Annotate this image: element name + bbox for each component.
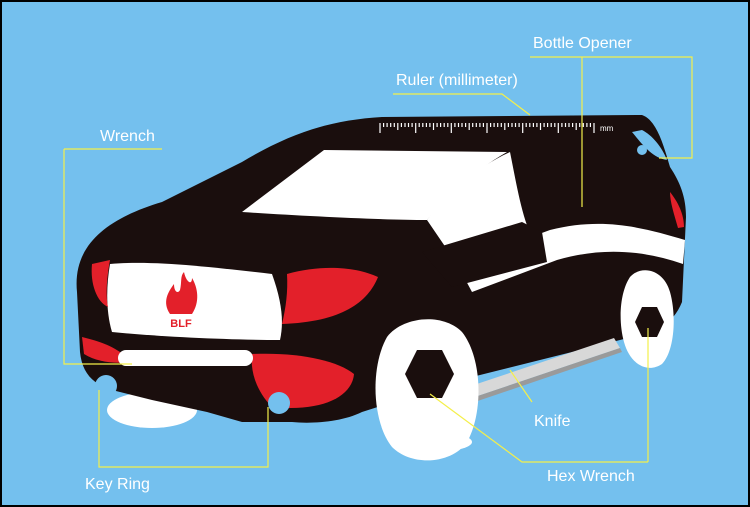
headlight-left — [91, 260, 110, 307]
leader-bottle-opener — [530, 56, 693, 159]
callout-hex-wrench: Hex Wrench — [547, 468, 635, 485]
headlight-right — [282, 267, 378, 324]
knife-blade — [447, 338, 620, 404]
hex-wrench-rear — [635, 307, 664, 337]
flame-icon — [166, 272, 198, 314]
key-ring-hole-right — [268, 392, 290, 414]
side-mirror — [422, 222, 547, 287]
callout-knife: Knife — [534, 413, 571, 430]
ruler-ticks — [379, 123, 595, 133]
side-swoosh — [457, 223, 685, 292]
leader-key-ring — [98, 390, 269, 468]
brand-logo-text: BLF — [170, 318, 192, 330]
key-ring-hole-left — [95, 375, 117, 397]
bottle-opener-hole — [637, 145, 647, 155]
brand-logo: BLF — [166, 272, 198, 330]
leader-wrench — [63, 149, 132, 365]
leader-lines — [63, 56, 693, 468]
leader-ruler — [393, 93, 531, 116]
hex-wrench-front — [405, 350, 454, 398]
leader-knife — [509, 369, 533, 403]
callout-ruler: Ruler (millimeter) — [396, 72, 518, 89]
callout-wrench: Wrench — [100, 128, 155, 145]
wrench-slot — [118, 350, 253, 366]
knife-edge — [454, 348, 622, 408]
callout-key-ring: Key Ring — [85, 476, 150, 493]
leader-hex-wrench-front — [429, 393, 648, 463]
ruler-unit-label: mm — [600, 124, 614, 133]
windshield — [242, 150, 507, 220]
bottle-opener-notch — [632, 130, 667, 160]
car-body — [76, 115, 686, 423]
rear-light — [670, 192, 684, 228]
callout-bottle-opener: Bottle Opener — [533, 35, 632, 52]
